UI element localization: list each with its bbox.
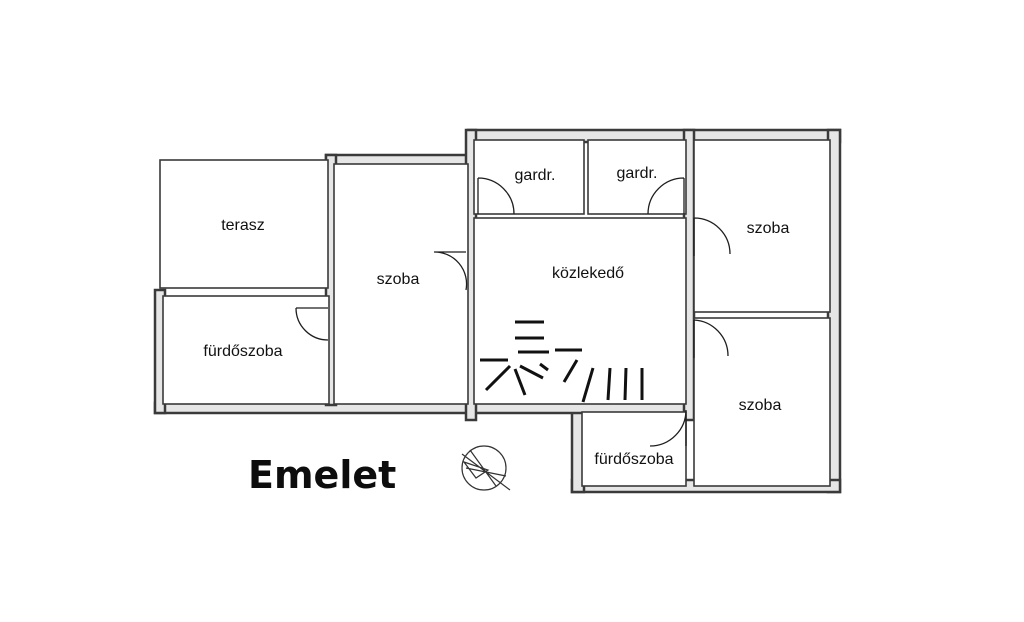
- label-szoba-bottom-right: szoba: [739, 397, 782, 414]
- room-szoba-bottom-right: [693, 317, 831, 487]
- staircase: [480, 320, 644, 403]
- stair-step: [539, 362, 549, 372]
- room-gardr-2: [587, 139, 687, 215]
- label-szoba-left: szoba: [377, 271, 420, 288]
- room-terasz: [159, 159, 329, 289]
- stair-step: [484, 364, 512, 392]
- room-szoba-left: [333, 163, 469, 405]
- floor-title: Emelet: [248, 453, 396, 497]
- door-gardr-1: [477, 177, 515, 215]
- label-terasz: terasz: [221, 217, 265, 234]
- compass-icon: [461, 445, 511, 491]
- label-bath-left: fürdőszoba: [203, 343, 282, 360]
- room-bath-bottom: [581, 411, 687, 487]
- rooms: [159, 139, 831, 487]
- label-hall: közlekedő: [552, 265, 624, 282]
- label-bath-bottom: fürdőszoba: [594, 451, 673, 468]
- stair-step: [519, 364, 544, 380]
- door-szoba-left: [433, 251, 468, 291]
- stair-step: [581, 367, 595, 403]
- label-szoba-top-right: szoba: [747, 220, 790, 237]
- door-szoba-top-right: [693, 217, 731, 256]
- doors: [295, 177, 731, 447]
- door-szoba-bottom-right: [693, 319, 729, 358]
- stair-step: [513, 368, 527, 396]
- compass-needle: [461, 449, 511, 491]
- stair-step: [562, 359, 579, 383]
- stair-step: [606, 367, 612, 401]
- door-bath-left: [295, 307, 329, 341]
- compass-ring: [461, 445, 507, 491]
- label-gardr-1: gardr.: [515, 167, 556, 184]
- door-bath-bottom: [649, 409, 687, 447]
- room-bath-left: [162, 295, 330, 405]
- room-labels: terasz fürdőszoba szoba gardr. gardr. kö…: [203, 165, 789, 468]
- stair-step: [623, 367, 628, 401]
- label-gardr-2: gardr.: [617, 165, 658, 182]
- room-hall: [473, 217, 687, 405]
- door-gardr-2: [647, 177, 685, 215]
- room-gardr-1: [473, 139, 585, 215]
